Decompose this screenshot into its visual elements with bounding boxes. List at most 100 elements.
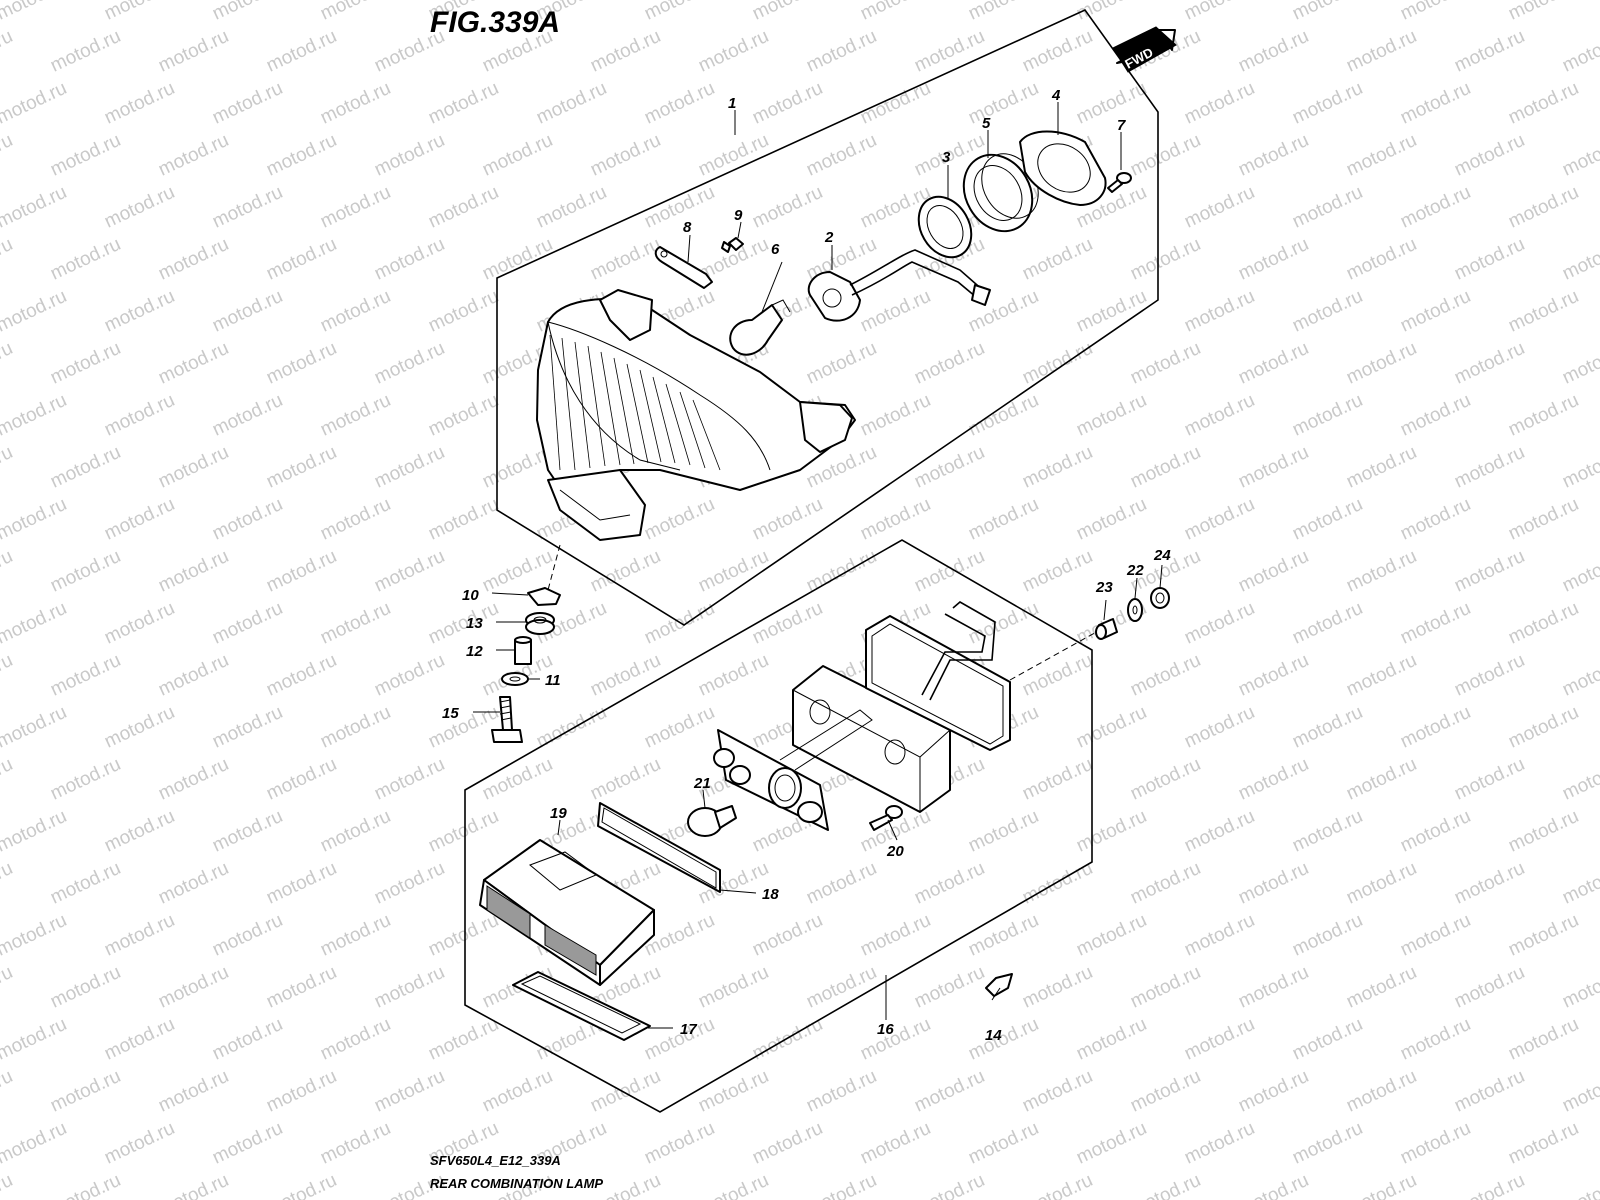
watermark-text: motod.ru: [965, 806, 1042, 857]
lens: [479, 839, 655, 986]
lamp-holder: [962, 153, 1039, 233]
watermark-text: motod.ru: [1019, 1066, 1096, 1117]
watermark-text: motod.ru: [1181, 0, 1258, 25]
watermark-text: motod.ru: [1397, 182, 1474, 233]
watermark-text: motod.ru: [101, 910, 178, 961]
watermark-text: motod.ru: [1451, 1170, 1528, 1200]
watermark-text: motod.ru: [1235, 546, 1312, 597]
callout-20: 20: [886, 843, 904, 860]
watermark-text: motod.ru: [1505, 702, 1582, 753]
watermark-text: motod.ru: [1181, 598, 1258, 649]
watermark-text: motod.ru: [1181, 1014, 1258, 1065]
watermark-text: motod.ru: [1289, 1118, 1366, 1169]
watermark-text: motod.ru: [1397, 286, 1474, 337]
watermark-text: motod.ru: [209, 910, 286, 961]
watermark-text: motod.ru: [155, 26, 232, 77]
watermark-text: motod.ru: [425, 494, 502, 545]
watermark-text: motod.ru: [1559, 234, 1600, 285]
watermark-text: motod.ru: [155, 650, 232, 701]
callout-8: 8: [683, 219, 692, 236]
watermark-text: motod.ru: [1073, 1118, 1150, 1169]
watermark-text: motod.ru: [1127, 962, 1204, 1013]
watermark-text: motod.ru: [1559, 26, 1600, 77]
watermark-text: motod.ru: [101, 182, 178, 233]
watermark-text: motod.ru: [587, 130, 664, 181]
watermark-text: motod.ru: [1181, 910, 1258, 961]
watermark-text: motod.ru: [1451, 650, 1528, 701]
watermark-text: motod.ru: [155, 546, 232, 597]
watermark-text: motod.ru: [1235, 858, 1312, 909]
watermark-text: motod.ru: [911, 962, 988, 1013]
watermark-text: motod.ru: [0, 130, 16, 181]
watermark-text: motod.ru: [0, 390, 70, 441]
reflector-plate: [512, 971, 651, 1041]
watermark-text: motod.ru: [1235, 1170, 1312, 1200]
watermark-text: motod.ru: [1505, 598, 1582, 649]
watermark-text: motod.ru: [263, 1066, 340, 1117]
watermark-text: motod.ru: [1181, 286, 1258, 337]
watermark-text: motod.ru: [0, 546, 16, 597]
watermark-text: motod.ru: [0, 182, 70, 233]
watermark-text: motod.ru: [1559, 1170, 1600, 1200]
watermark-text: motod.ru: [317, 182, 394, 233]
watermark-text: motod.ru: [1289, 910, 1366, 961]
watermark-text: motod.ru: [1343, 338, 1420, 389]
watermark-text: motod.ru: [0, 858, 16, 909]
watermark-text: motod.ru: [371, 650, 448, 701]
watermark-text: motod.ru: [1235, 650, 1312, 701]
watermark-text: motod.ru: [209, 182, 286, 233]
watermark-text: motod.ru: [1073, 494, 1150, 545]
watermark-text: motod.ru: [803, 858, 880, 909]
watermark-text: motod.ru: [1505, 286, 1582, 337]
callout-5: 5: [982, 115, 991, 132]
watermark-text: motod.ru: [263, 338, 340, 389]
watermark-text: motod.ru: [911, 26, 988, 77]
figure-caption: REAR COMBINATION LAMP: [430, 1176, 603, 1191]
watermark-text: motod.ru: [1127, 234, 1204, 285]
watermark-text: motod.ru: [1289, 806, 1366, 857]
watermark-text: motod.ru: [101, 1014, 178, 1065]
watermark-text: motod.ru: [263, 442, 340, 493]
watermark-text: motod.ru: [263, 858, 340, 909]
watermark-text: motod.ru: [1505, 0, 1582, 25]
watermark-text: motod.ru: [1019, 650, 1096, 701]
watermark-text: motod.ru: [479, 234, 556, 285]
watermark-text: motod.ru: [641, 494, 718, 545]
watermark-text: motod.ru: [263, 650, 340, 701]
watermark-text: motod.ru: [317, 910, 394, 961]
watermark-text: motod.ru: [101, 78, 178, 129]
watermark-text: motod.ru: [0, 26, 16, 77]
watermark-text: motod.ru: [803, 26, 880, 77]
watermark-text: motod.ru: [317, 598, 394, 649]
watermark-text: motod.ru: [965, 390, 1042, 441]
watermark-text: motod.ru: [1451, 962, 1528, 1013]
watermark-text: motod.ru: [1289, 494, 1366, 545]
callout-9: 9: [734, 207, 743, 224]
callout-4: 4: [1051, 87, 1061, 104]
watermark-text: motod.ru: [911, 546, 988, 597]
watermark-text: motod.ru: [1073, 1014, 1150, 1065]
screw-7: [1107, 172, 1132, 193]
watermark-text: motod.ru: [1451, 130, 1528, 181]
watermark-text: motod.ru: [209, 78, 286, 129]
watermark-text: motod.ru: [0, 702, 70, 753]
watermark-text: motod.ru: [0, 598, 70, 649]
watermark-text: motod.ru: [371, 234, 448, 285]
watermark-text: motod.ru: [317, 806, 394, 857]
watermark-text: motod.ru: [155, 1170, 232, 1200]
watermark-text: motod.ru: [1289, 286, 1366, 337]
watermark-text: motod.ru: [0, 338, 16, 389]
watermark-text: motod.ru: [371, 130, 448, 181]
watermark-text: motod.ru: [371, 338, 448, 389]
cushion-13: [525, 612, 555, 635]
collar-23: [1095, 618, 1118, 640]
watermark-text: motod.ru: [803, 1170, 880, 1200]
watermark-text: motod.ru: [965, 910, 1042, 961]
watermark-text: motod.ru: [1451, 234, 1528, 285]
watermark-text: motod.ru: [209, 598, 286, 649]
watermark-text: motod.ru: [1073, 910, 1150, 961]
socket-plate: [713, 729, 829, 831]
watermark-text: motod.ru: [47, 26, 124, 77]
screw-20: [869, 805, 903, 831]
watermark-text: motod.ru: [1505, 806, 1582, 857]
